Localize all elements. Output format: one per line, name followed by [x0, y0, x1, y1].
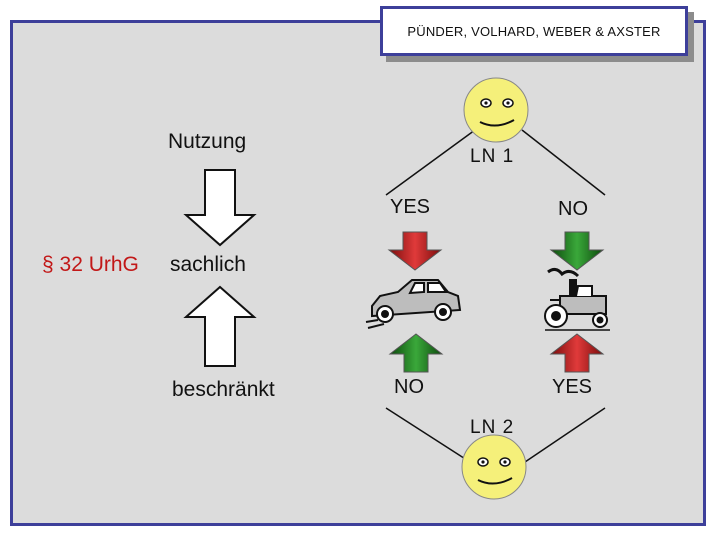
- header-box: PÜNDER, VOLHARD, WEBER & AXSTER: [380, 6, 688, 56]
- car-icon: [365, 279, 462, 329]
- label-bottom-yes: YES: [552, 376, 593, 398]
- decision-lines: [385, 129, 606, 463]
- red-up-arrow-icon: [549, 333, 605, 373]
- slide-panel: [10, 20, 706, 526]
- tractor-icon: [544, 267, 610, 331]
- label-ln2: LN 2: [470, 417, 515, 438]
- paragraph-reference: § 32 UrhG: [42, 253, 139, 276]
- label-ln1: LN 1: [470, 146, 515, 167]
- label-top-yes: YES: [390, 196, 431, 218]
- smiley-bottom-icon: [461, 434, 527, 500]
- label-bottom-no: NO: [394, 376, 424, 398]
- down-arrow-icon: [183, 169, 257, 247]
- label-nutzung: Nutzung: [168, 130, 247, 153]
- label-beschraenkt: beschränkt: [172, 378, 275, 401]
- up-arrow-icon: [183, 285, 257, 367]
- green-up-arrow-icon: [388, 333, 444, 373]
- header-title: PÜNDER, VOLHARD, WEBER & AXSTER: [383, 9, 685, 53]
- label-top-no: NO: [558, 198, 588, 220]
- red-down-arrow-icon: [387, 231, 443, 271]
- label-sachlich: sachlich: [170, 253, 246, 276]
- smiley-top-icon: [463, 77, 529, 143]
- green-down-arrow-icon: [549, 231, 605, 271]
